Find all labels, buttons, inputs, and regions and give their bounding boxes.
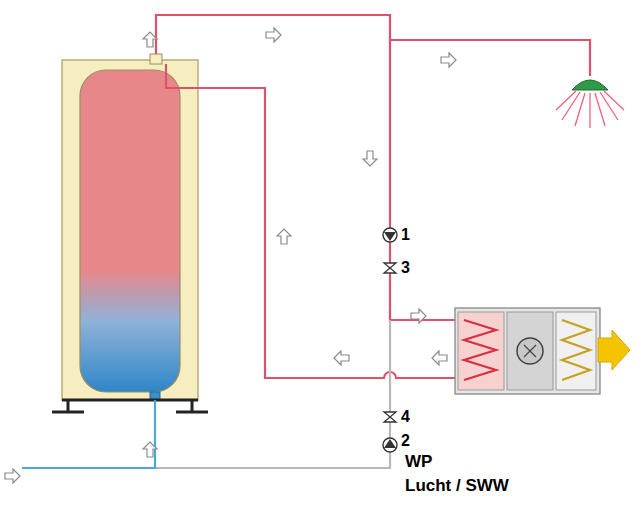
heat-pump-unit xyxy=(455,308,630,394)
callout-number: 3 xyxy=(401,259,410,277)
callout-number: 2 xyxy=(401,432,410,450)
unit-label: WP xyxy=(405,453,432,472)
pump-symbol xyxy=(383,228,397,452)
valve-symbol xyxy=(384,263,396,422)
callout-number: 1 xyxy=(401,226,410,244)
flow-arrow xyxy=(5,28,456,483)
pipes xyxy=(22,15,590,468)
callout-number: 4 xyxy=(401,408,410,426)
storage-tank xyxy=(52,54,208,412)
unit-label: Lucht / SWW xyxy=(405,477,509,496)
shower-head xyxy=(556,80,624,128)
